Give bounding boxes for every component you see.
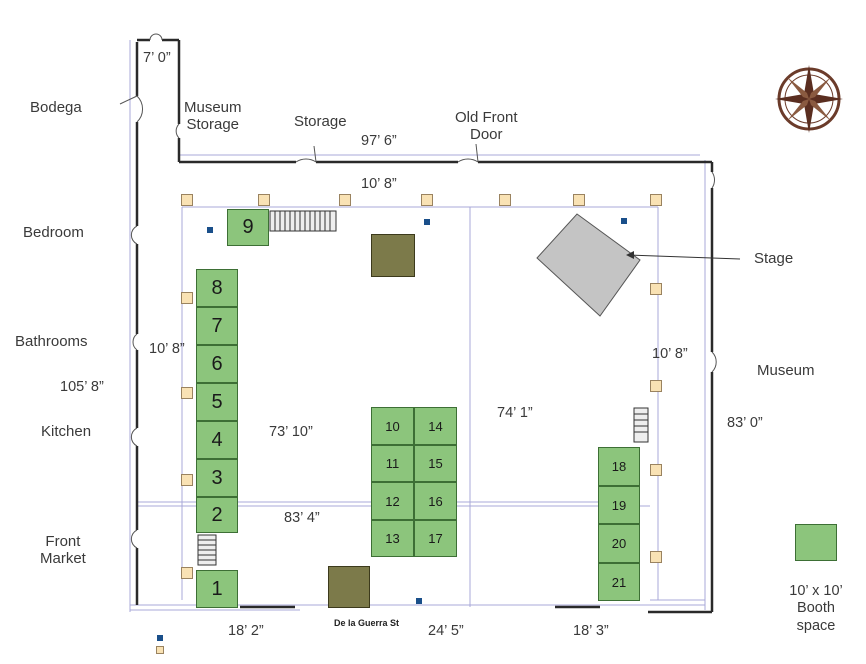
- column-post: [181, 292, 193, 304]
- dim-top-wall: 97’ 6”: [361, 133, 397, 149]
- dim-right-inner: 10’ 8”: [652, 346, 688, 362]
- marker-blue: [416, 598, 422, 604]
- booth-4[interactable]: 4: [196, 421, 238, 459]
- legend-marker-column: [156, 646, 164, 654]
- booth-10[interactable]: 10: [371, 407, 414, 445]
- dim-right-wall: 83’ 0”: [727, 415, 763, 431]
- marker-blue: [621, 218, 627, 224]
- street-label: De la Guerra St: [334, 618, 400, 628]
- stage-shape: [536, 213, 641, 317]
- booth-2[interactable]: 2: [196, 497, 238, 533]
- column-post: [650, 283, 662, 295]
- booth-8[interactable]: 8: [196, 269, 238, 307]
- room-label-museum: Museum: [757, 362, 815, 379]
- marker-blue: [207, 227, 213, 233]
- column-post: [258, 194, 270, 206]
- booth-7[interactable]: 7: [196, 307, 238, 345]
- booth-20[interactable]: 20: [598, 524, 640, 563]
- dim-left-inner: 10’ 8”: [149, 341, 185, 357]
- column-post: [181, 474, 193, 486]
- room-label-old-front-door: Old Front Door: [455, 109, 518, 143]
- room-label-museum-storage: Museum Storage: [184, 99, 242, 133]
- dim-hall-horizontal: 83’ 4”: [284, 510, 320, 526]
- booth-21[interactable]: 21: [598, 563, 640, 601]
- room-label-storage: Storage: [294, 113, 347, 130]
- column-post: [181, 567, 193, 579]
- column-post: [181, 387, 193, 399]
- stage-label: Stage: [754, 250, 794, 267]
- marker-blue: [424, 219, 430, 225]
- booth-15[interactable]: 15: [414, 445, 457, 482]
- booth-16[interactable]: 16: [414, 482, 457, 520]
- booth-9[interactable]: 9: [227, 209, 269, 246]
- dim-hall-right: 74’ 1”: [497, 405, 533, 421]
- legend-booth-swatch: [795, 524, 837, 561]
- compass-rose-icon: [775, 65, 843, 133]
- room-label-bathrooms: Bathrooms: [15, 333, 88, 350]
- booth-11[interactable]: 11: [371, 445, 414, 482]
- column-post: [339, 194, 351, 206]
- column-post: [499, 194, 511, 206]
- legend-marker-blue: [157, 635, 163, 641]
- room-label-bedroom: Bedroom: [23, 224, 84, 241]
- booth-12[interactable]: 12: [371, 482, 414, 520]
- booth-19[interactable]: 19: [598, 486, 640, 524]
- column-post: [650, 380, 662, 392]
- room-label-bodega: Bodega: [30, 99, 82, 116]
- column-post: [650, 194, 662, 206]
- column-post: [181, 194, 193, 206]
- booth-18[interactable]: 18: [598, 447, 640, 486]
- dim-bottom-left: 18’ 2”: [228, 623, 264, 639]
- booth-17[interactable]: 17: [414, 520, 457, 557]
- booth-13[interactable]: 13: [371, 520, 414, 557]
- booth-14[interactable]: 14: [414, 407, 457, 445]
- dim-top-corridor: 7’ 0”: [143, 50, 171, 66]
- column-post: [573, 194, 585, 206]
- dim-bottom-right: 18’ 3”: [573, 623, 609, 639]
- column-post: [650, 464, 662, 476]
- booth-6[interactable]: 6: [196, 345, 238, 383]
- booth-5[interactable]: 5: [196, 383, 238, 421]
- rack-top: [371, 234, 415, 277]
- dim-top-inner: 10’ 8”: [361, 176, 397, 192]
- legend-booth-label: 10’ x 10’ Booth space: [789, 583, 843, 634]
- dim-left-wall: 105’ 8”: [60, 379, 104, 395]
- booth-1[interactable]: 1: [196, 570, 238, 608]
- room-label-kitchen: Kitchen: [41, 423, 92, 440]
- column-post: [650, 551, 662, 563]
- rack-bottom: [328, 566, 370, 608]
- room-label-front-market: Front Market: [40, 533, 86, 567]
- column-post: [421, 194, 433, 206]
- dim-hall-left: 73’ 10”: [269, 424, 313, 440]
- booth-3[interactable]: 3: [196, 459, 238, 497]
- dim-bottom-mid: 24’ 5”: [428, 623, 464, 639]
